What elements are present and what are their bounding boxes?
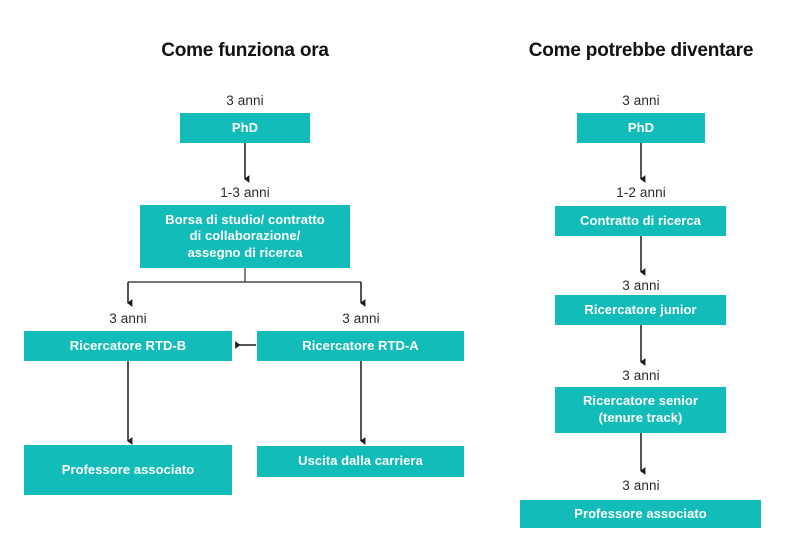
node-ricercatore-rtd-a[interactable]: Ricercatore RTD-A — [257, 331, 464, 361]
node-ricercatore-junior[interactable]: Ricercatore junior — [555, 295, 726, 325]
duration-senior: 3 anni — [622, 368, 660, 383]
node-borsa-di-studio[interactable]: Borsa di studio/ contratto di collaboraz… — [140, 205, 350, 268]
duration-phd: 3 anni — [226, 93, 264, 108]
node-phd-future[interactable]: PhD — [577, 113, 705, 143]
node-uscita-dalla-carriera[interactable]: Uscita dalla carriera — [257, 446, 464, 477]
duration-borsa: 1-3 anni — [220, 185, 270, 200]
duration-professore-future: 3 anni — [622, 478, 660, 493]
duration-rtda: 3 anni — [342, 311, 380, 326]
node-professore-associato-now[interactable]: Professore associato — [24, 445, 232, 495]
column-title-future: Come potrebbe diventare — [528, 40, 754, 61]
duration-rtdb: 3 anni — [109, 311, 147, 326]
node-ricercatore-senior[interactable]: Ricercatore senior (tenure track) — [555, 387, 726, 433]
edge-borsa-branch — [127, 268, 366, 307]
column-title-now: Come funziona ora — [161, 40, 329, 61]
duration-junior: 3 anni — [622, 278, 660, 293]
duration-contratto: 1-2 anni — [616, 185, 666, 200]
node-professore-associato-future[interactable]: Professore associato — [520, 500, 761, 528]
duration-phd2: 3 anni — [622, 93, 660, 108]
node-contratto-di-ricerca[interactable]: Contratto di ricerca — [555, 206, 726, 236]
node-ricercatore-rtd-b[interactable]: Ricercatore RTD-B — [24, 331, 232, 361]
node-phd[interactable]: PhD — [180, 113, 310, 143]
